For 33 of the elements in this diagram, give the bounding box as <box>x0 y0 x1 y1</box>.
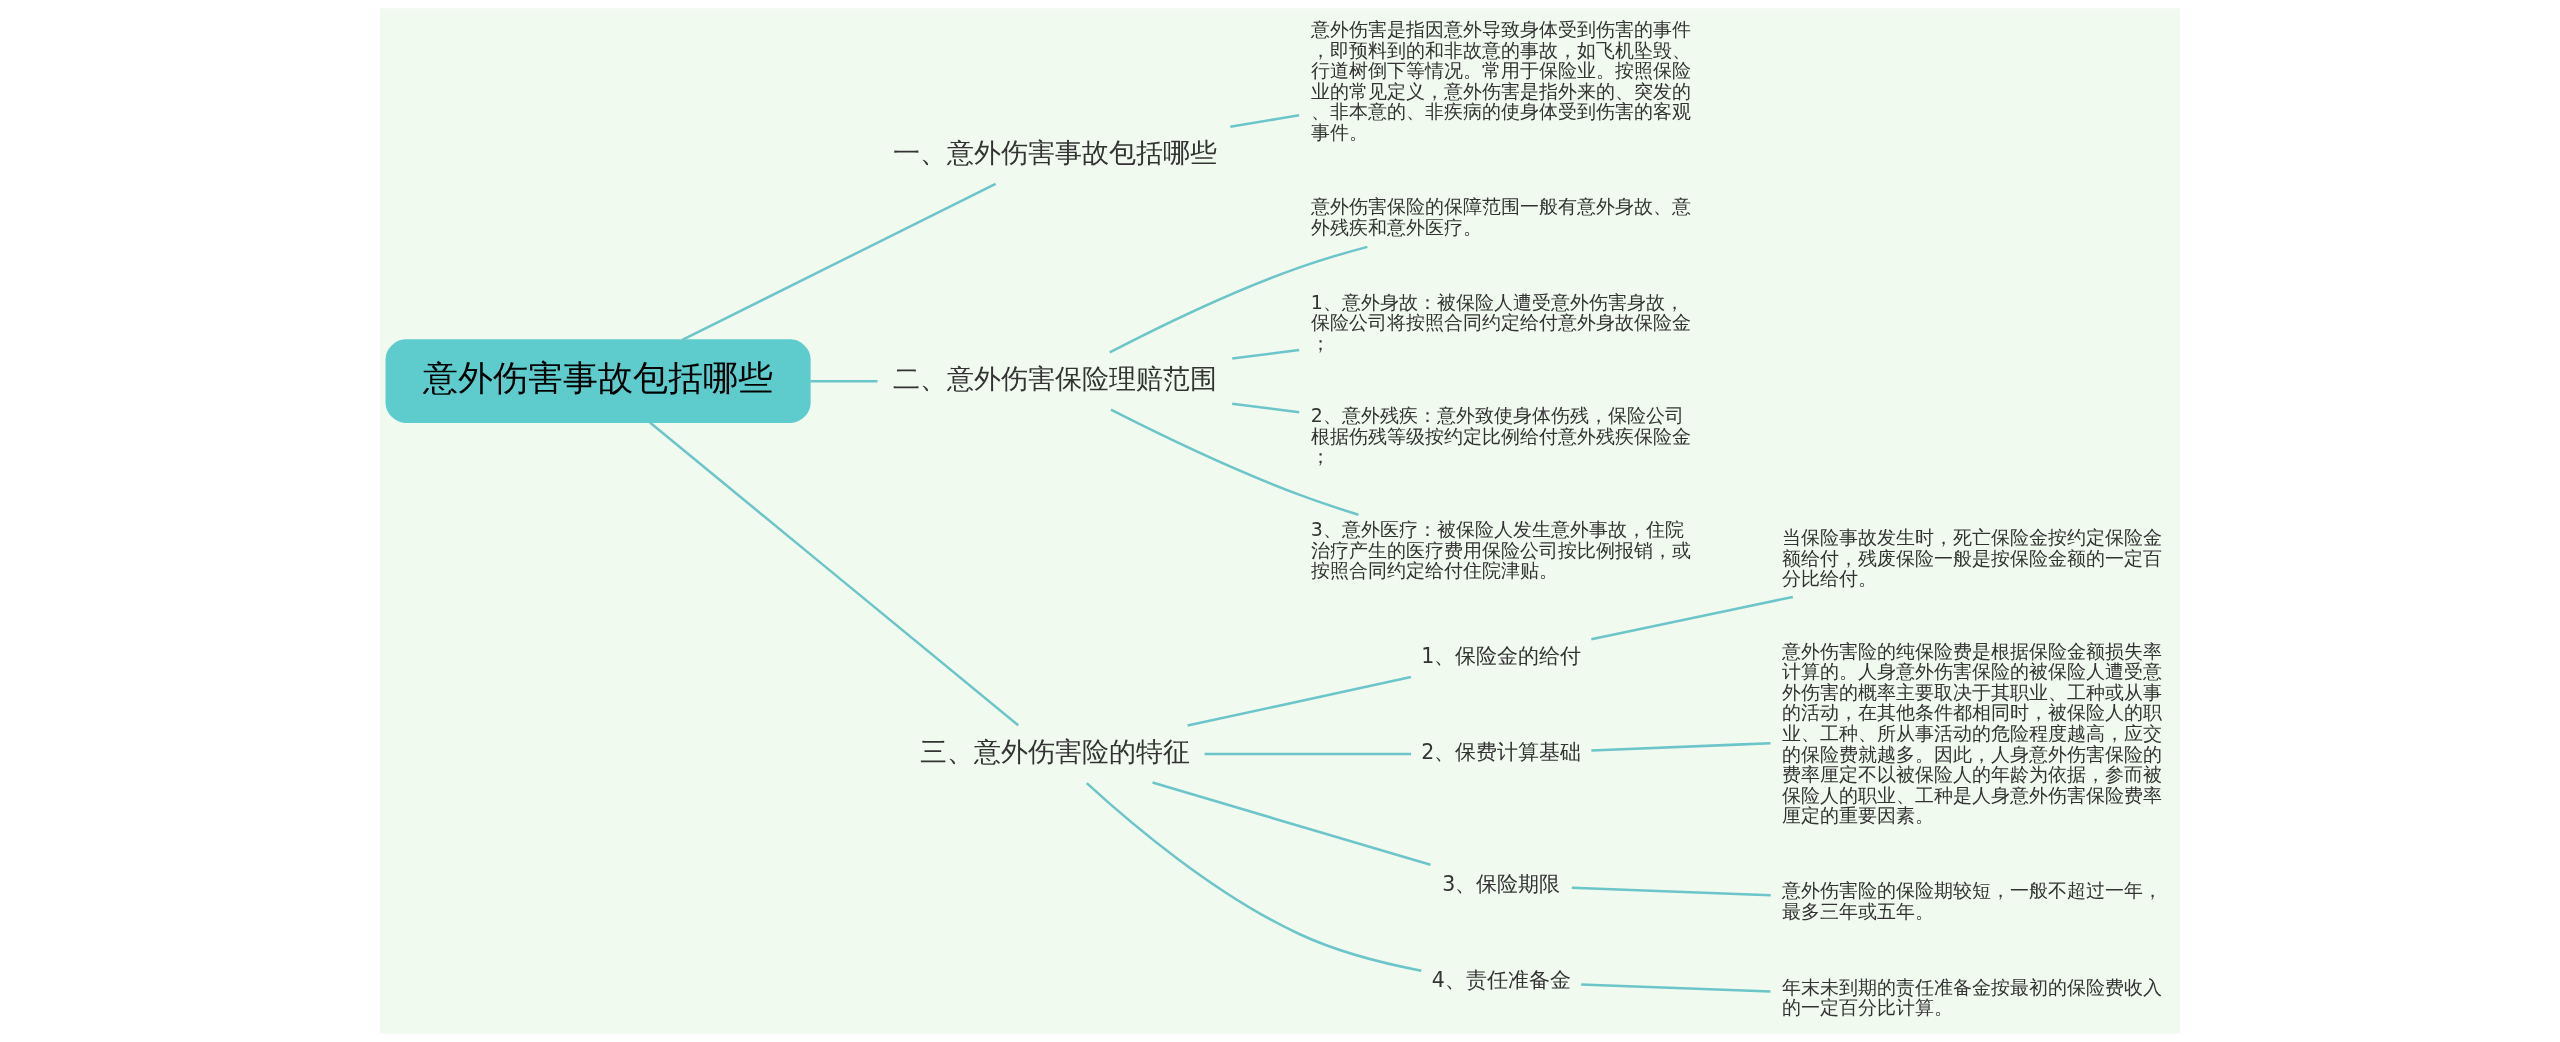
connector <box>1591 741 1771 752</box>
node-text: 4、责任准备金 <box>1431 968 1571 993</box>
node-text: 2、意外残疾：意外致使身体伤残，保险公司根据伤残等级按约定比例给付意外残疾保险金； <box>1310 404 1691 468</box>
connector <box>810 379 878 383</box>
connector <box>1232 402 1300 414</box>
connector <box>649 421 1020 727</box>
connector <box>1581 983 1771 993</box>
node-text: 三、意外伤害险的特征 <box>919 735 1190 767</box>
node-text: 1、意外身故：被保险人遭受意外伤害身故，保险公司将按照合同约定给付意外身故保险金； <box>1310 290 1691 354</box>
node-text: 3、保险期限 <box>1442 871 1561 896</box>
node-text: 意外伤害是指因意外导致身体受到伤害的事件，即预料到的和非故意的事故，如飞机坠毁、行道树倒下等情况。常用于保险业。按照保险业的常见定义，意外伤害是指外来的、突发的、非本意的、非疾病的使身体受到伤害的客观事件。 <box>1310 18 1691 143</box>
connector <box>681 182 997 342</box>
connector <box>1591 595 1794 641</box>
node-text: 意外伤害险的纯保险费是根据保险金额损失率计算的。人身意外伤害保险的被保险人遭受意外伤害的概率主要取决于其职业、工种或从事的活动，在其他条件都相同时，被保险人的职业、工种、所从事活动的危险程度越高，应交的保险费就越多。因此，人身意外伤害保险的费率厘定不以被保险人的年龄为依据，参而被保险人的职业、工种是人身意外伤害保险费率厘定的重要因素。 <box>1781 639 2162 827</box>
node-text: 2、保费计算基础 <box>1421 740 1582 765</box>
node-text: 意外伤害险的保险期较短，一般不超过一年，最多三年或五年。 <box>1781 879 2162 922</box>
connector <box>1571 886 1771 897</box>
node-text: 3、意外医疗：被保险人发生意外事故，住院治疗产生的医疗费用保险公司按比例报销，或按照合同约定给付住院津贴。 <box>1310 518 1691 582</box>
node-text: 年末未到期的责任准备金按最初的保险费收入的一定百分比计算。 <box>1781 975 2162 1019</box>
node-text: 当保险事故发生时，死亡保险金按约定保险金额给付，残废保险一般是按保险金额的一定百分比给付。 <box>1781 526 2162 590</box>
connector <box>1230 114 1300 128</box>
connector <box>1109 245 1368 354</box>
connector <box>1152 781 1431 866</box>
connector <box>1232 348 1300 360</box>
connector <box>1187 675 1412 727</box>
node-text: 1、保险金的给付 <box>1421 644 1582 669</box>
node-text: 一、意外伤害事故包括哪些 <box>892 136 1217 168</box>
node-box: 意外伤害事故包括哪些 <box>385 339 811 424</box>
node-text: 意外伤害保险的保障范围一般有意外身故、意外残疾和意外医疗。 <box>1310 194 1691 238</box>
connector <box>1110 408 1359 516</box>
connector <box>1204 752 1412 756</box>
connector <box>1085 782 1422 972</box>
node-text: 二、意外伤害保险理赔范围 <box>892 362 1217 394</box>
